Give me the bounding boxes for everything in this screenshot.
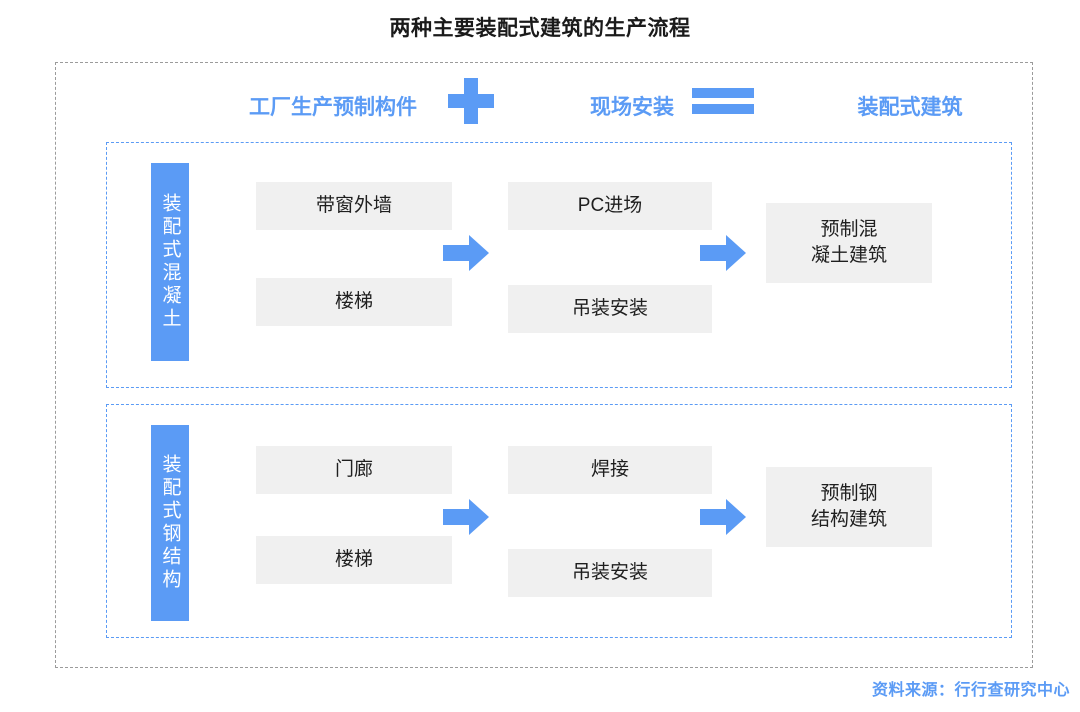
page-title: 两种主要装配式建筑的生产流程 [389,17,691,40]
plus-icon [448,78,494,124]
equals-icon-top-bar [692,88,754,98]
result-line-1: 预制混 [820,219,878,241]
stage-box-factory-2: 楼梯 [256,278,452,326]
group-label-precast-concrete: 装配式混凝土 [151,163,189,361]
arrow-right-icon-1 [443,233,489,273]
group-precast-steel: 装配式钢结构 门廊 楼梯 焊接 吊装安装 预制钢 结构建筑 [106,404,1012,638]
group-label-precast-steel: 装配式钢结构 [151,425,189,621]
arrow-right-icon-4 [700,497,746,537]
result-line-2: 结构建筑 [810,509,887,530]
equation-term-result: 装配式建筑 [857,96,963,119]
result-line-2: 凝土建筑 [810,245,887,266]
equals-icon-bottom-bar [692,104,754,114]
equation-header: 工厂生产预制构件 现场安装 装配式建筑 [55,82,1033,130]
stage-box-site-2: 吊装安装 [508,285,712,333]
result-line-1: 预制钢 [820,483,878,505]
stage-box-factory-4: 楼梯 [256,536,452,584]
equation-term-factory: 工厂生产预制构件 [249,96,417,119]
stage-box-site-3: 焊接 [508,446,712,494]
equals-icon [692,88,754,114]
source-attribution: 资料来源：行行查研究中心 [871,682,1070,699]
equation-term-site: 现场安装 [590,96,674,119]
stage-box-site-1: PC进场 [508,182,712,230]
arrow-right-icon-2 [700,233,746,273]
plus-icon-vertical-bar [464,78,478,124]
stage-box-site-4: 吊装安装 [508,549,712,597]
stage-box-factory-3: 门廊 [256,446,452,494]
stage-box-factory-1: 带窗外墙 [256,182,452,230]
result-box-precast-steel: 预制钢 结构建筑 [766,467,932,547]
group-precast-concrete: 装配式混凝土 带窗外墙 楼梯 PC进场 吊装安装 预制混 凝土建筑 [106,142,1012,388]
result-box-precast-concrete: 预制混 凝土建筑 [766,203,932,283]
arrow-right-icon-3 [443,497,489,537]
